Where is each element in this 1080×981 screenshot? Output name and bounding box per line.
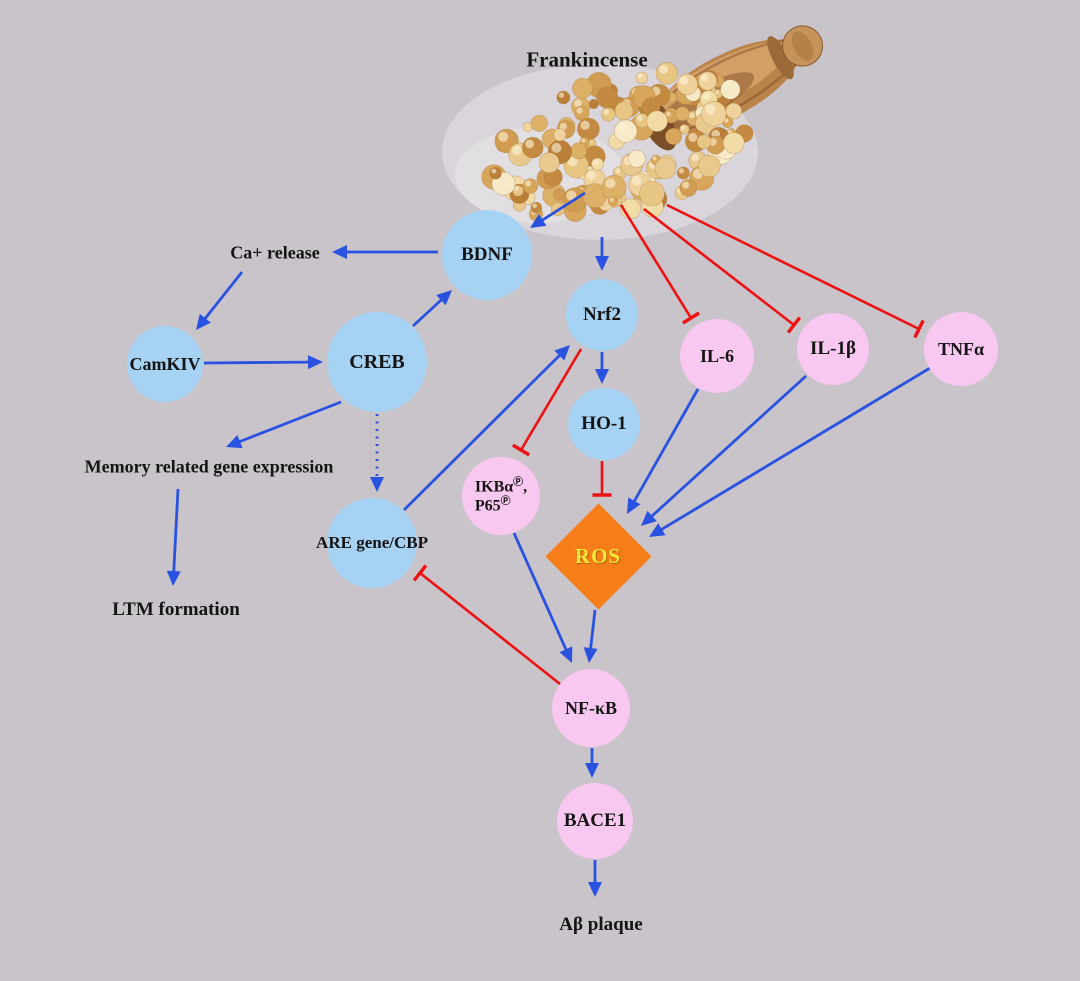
node-are: ARE gene/CBP xyxy=(316,498,428,588)
arrowhead xyxy=(583,647,598,663)
arrowhead xyxy=(627,497,641,514)
node-bace1: BACE1 xyxy=(557,783,633,859)
node-tnfa: TNFα xyxy=(924,312,998,386)
node-label: IL-1β xyxy=(810,338,856,360)
edge-camkiv-creb-activate xyxy=(203,355,323,370)
node-il6: IL-6 xyxy=(680,319,754,393)
inhibit-cap xyxy=(913,319,925,339)
arrowhead xyxy=(530,214,547,228)
edge-ca-release-camkiv-activate xyxy=(196,271,244,330)
edge-frankincense-il1b-inhibit xyxy=(643,207,802,334)
arrowhead xyxy=(588,882,602,897)
label-abeta-plaque: Aβ plaque xyxy=(559,914,643,935)
edge-memory-related-gene-expression-ltm-formation-activate xyxy=(166,488,181,586)
inhibit-cap xyxy=(786,316,802,334)
label-memory-related-gene-expression: Memory related gene expression xyxy=(84,456,334,477)
node-label: IKBαⓅ,P65Ⓟ xyxy=(474,476,528,515)
node-ikb: IKBαⓅ,P65Ⓟ xyxy=(462,457,540,535)
node-label: ROS xyxy=(574,543,622,568)
edge-frankincense-bdnf-activate xyxy=(530,191,586,228)
edge-frankincense-il6-inhibit xyxy=(619,204,700,325)
node-il1b: IL-1β xyxy=(797,313,869,385)
label-ca-release: Ca+ release xyxy=(230,242,320,263)
edge-tnfa-ros-activate xyxy=(649,366,931,537)
node-label: BACE1 xyxy=(563,810,627,832)
node-bdnf: BDNF xyxy=(442,210,532,300)
arrowhead xyxy=(641,510,657,526)
node-ho1: HO-1 xyxy=(568,388,640,460)
arrowhead xyxy=(585,763,599,778)
node-nfkb: NF-κB xyxy=(552,669,630,747)
arrowhead xyxy=(595,369,609,384)
edge-nrf2-ho1-activate xyxy=(595,352,609,384)
node-label: NF-κB xyxy=(565,697,617,718)
edge-layer xyxy=(166,191,931,897)
arrowhead xyxy=(370,477,384,492)
arrowhead xyxy=(649,523,666,537)
arrowhead xyxy=(226,435,243,449)
node-label: CamKIV xyxy=(129,353,201,374)
edge-frankincense-tnfa-inhibit xyxy=(666,203,925,339)
edge-are-nrf2-activate xyxy=(403,345,570,511)
edge-nrf2-ikb-inhibit xyxy=(511,348,583,457)
node-label: Nrf2 xyxy=(583,304,621,326)
edge-nfkb-bace1-activate xyxy=(585,748,599,778)
resin-granules xyxy=(481,61,754,222)
inhibit-cap xyxy=(511,443,531,457)
node-nrf2: Nrf2 xyxy=(566,279,638,351)
edge-il1b-ros-activate xyxy=(641,374,807,526)
edge-ho1-ros-inhibit xyxy=(592,461,612,497)
arrowhead xyxy=(595,256,609,271)
edge-ros-nfkb-activate xyxy=(583,609,598,663)
node-creb: CREB xyxy=(327,312,427,412)
node-label: TNFα xyxy=(937,338,985,359)
arrowhead xyxy=(332,245,347,259)
node-label: ARE gene/CBP xyxy=(316,533,428,553)
node-camkiv: CamKIV xyxy=(127,326,203,402)
edge-ikb-nfkb-activate xyxy=(512,532,573,663)
inhibit-cap xyxy=(682,311,700,325)
arrowhead xyxy=(554,345,570,361)
frankincense-image xyxy=(442,25,824,240)
edge-bdnf-ca-release-activate xyxy=(332,245,438,259)
arrowhead xyxy=(196,313,211,330)
node-label: CREB xyxy=(349,350,405,373)
arrowhead xyxy=(559,646,573,663)
inhibit-cap xyxy=(412,564,428,582)
node-label: IL-6 xyxy=(699,345,734,366)
node-label: HO-1 xyxy=(581,413,627,435)
node-label: BDNF xyxy=(461,244,513,266)
figure-title: Frankincense xyxy=(526,47,648,72)
label-ltm-formation: LTM formation xyxy=(112,599,240,620)
edge-creb-are-activate-dashed xyxy=(370,414,384,492)
edge-frankincense-nrf2-activate xyxy=(595,237,609,271)
edge-creb-memory-related-gene-expression-activate xyxy=(226,400,342,449)
arrowhead xyxy=(436,290,452,306)
arrowhead xyxy=(166,570,181,586)
edge-bace1-abeta-plaque-activate xyxy=(588,860,602,897)
arrowhead xyxy=(307,355,323,370)
edge-il6-ros-activate xyxy=(627,388,700,514)
edge-creb-bdnf-activate xyxy=(412,290,452,328)
edge-nfkb-are-inhibit xyxy=(412,564,561,686)
